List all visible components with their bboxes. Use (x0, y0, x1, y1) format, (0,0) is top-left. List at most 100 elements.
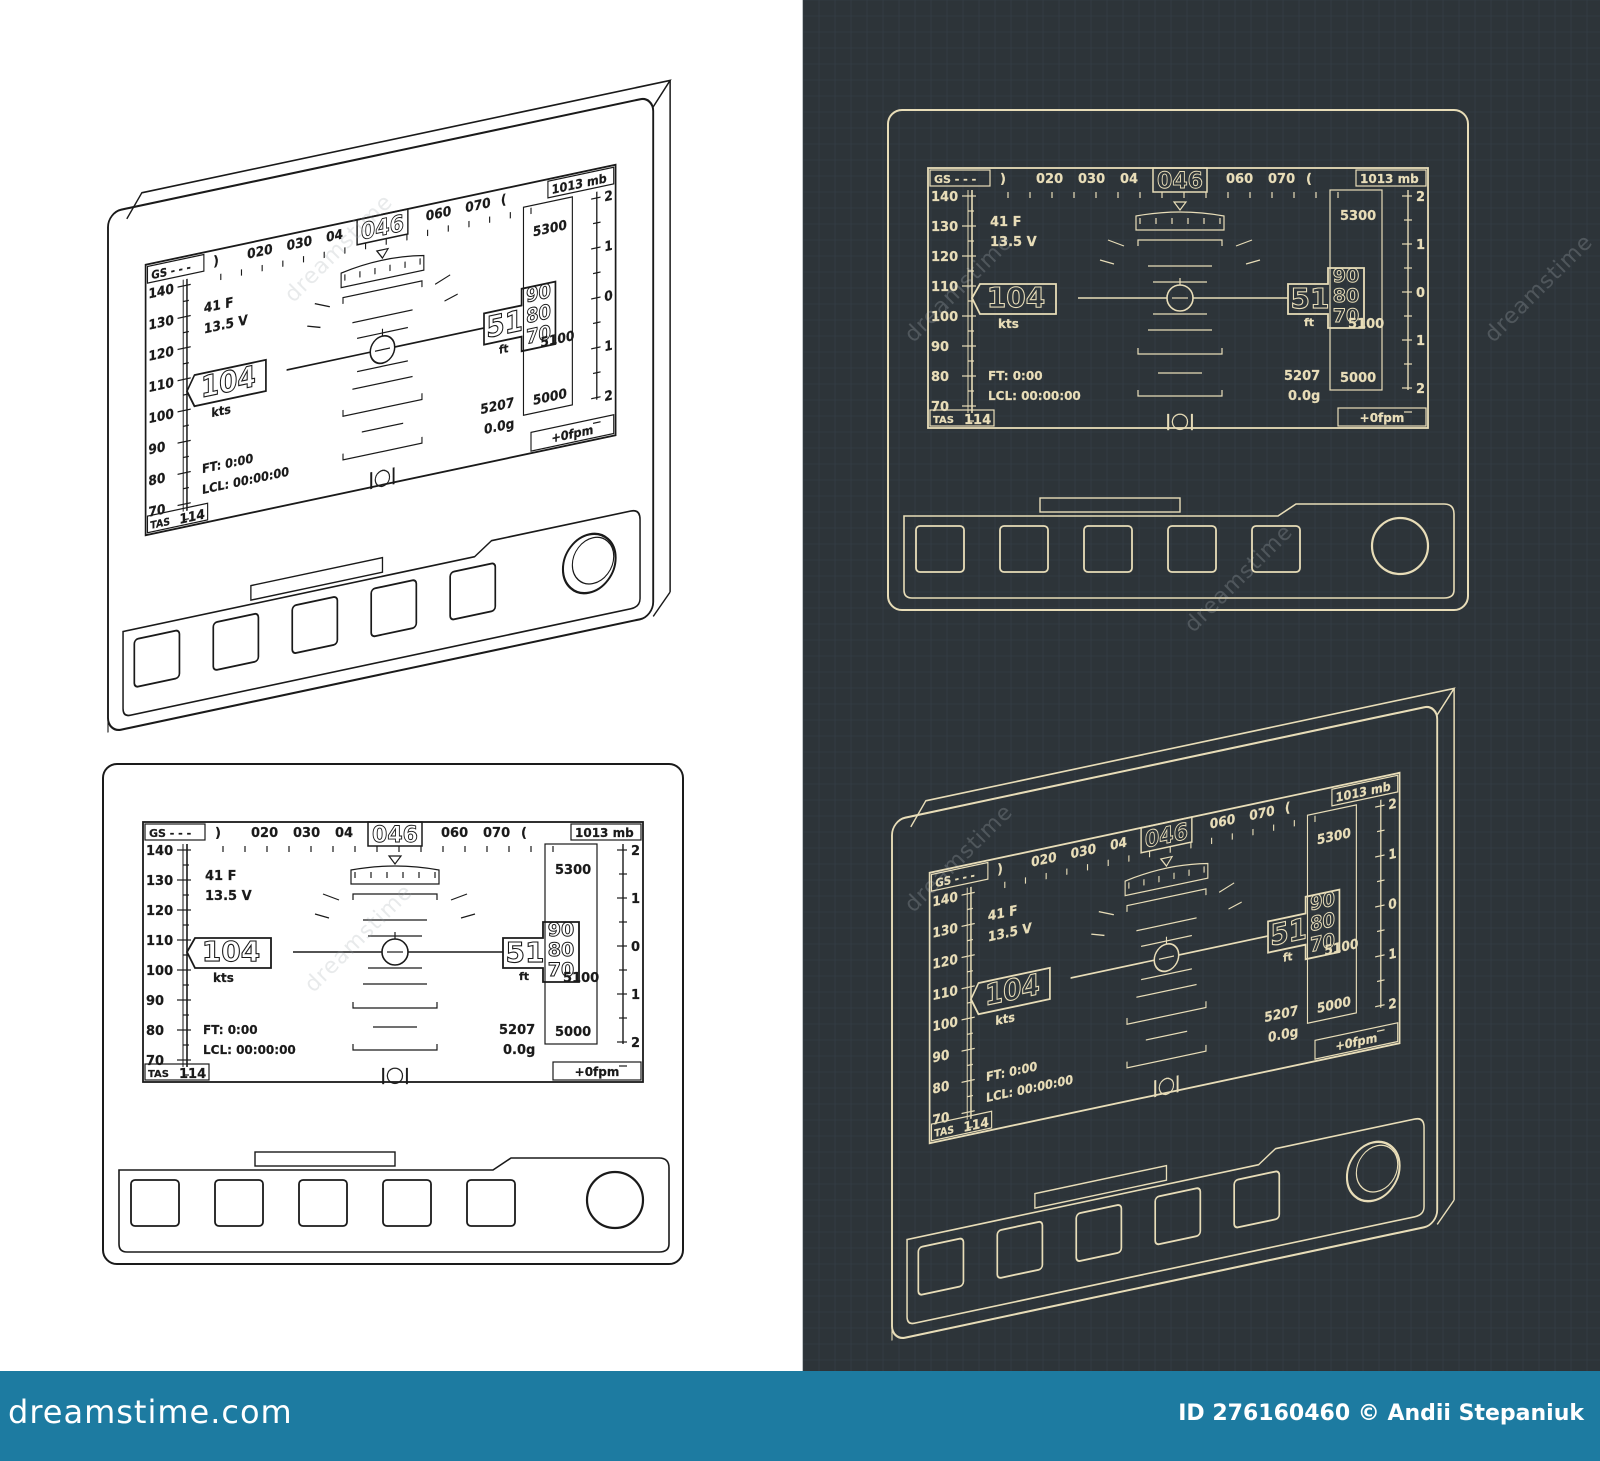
soft-key-button[interactable] (1075, 1204, 1123, 1262)
rotary-knob-face (1355, 1144, 1399, 1193)
altitude-roll-digit: 80 (548, 939, 574, 961)
tas-box (144, 1063, 210, 1081)
footer-brand[interactable]: dreamstime.com (8, 1393, 293, 1431)
vsi-tick (1377, 979, 1385, 983)
altitude-unit: ft (1304, 316, 1314, 329)
soft-key-button[interactable] (298, 1179, 348, 1227)
soft-key-button[interactable] (996, 1220, 1044, 1279)
soft-key-label-strip (1034, 1164, 1168, 1210)
speed-box (970, 966, 1051, 1016)
temperature-readout: 41 F (205, 869, 237, 884)
bank-mark (1245, 259, 1261, 265)
speed-tick (177, 502, 191, 507)
heading-tick-label: 04 (1110, 835, 1127, 854)
tas-box (930, 1110, 993, 1142)
heading-tick-label: ( (521, 826, 527, 841)
horizon-line (1070, 959, 1155, 979)
density-altitude: 5207 (499, 1023, 535, 1038)
speed-box (185, 937, 272, 969)
altitude-value: 51 (486, 303, 523, 345)
vertical-speed-box (1314, 1022, 1399, 1060)
soft-key-button[interactable] (212, 612, 260, 671)
tas-value: 114 (964, 413, 991, 428)
gs-box (146, 253, 205, 284)
speed-tick-label: 130 (148, 313, 173, 334)
speed-tick-label: 90 (931, 340, 949, 355)
soft-key-button[interactable] (370, 579, 418, 638)
speed-box (970, 283, 1057, 315)
vsi-tick (591, 396, 601, 400)
speed-tick-label: 80 (931, 370, 949, 385)
heading-value: 046 (1157, 169, 1203, 194)
vsi-tick (591, 296, 601, 300)
soft-key-button[interactable] (1233, 1170, 1281, 1229)
speed-tick (961, 1110, 975, 1115)
soft-key-button[interactable] (917, 1237, 965, 1296)
vsi-tick (1377, 879, 1385, 883)
voltage-readout: 13.5 V (990, 235, 1037, 250)
vsi-tick (1375, 854, 1385, 858)
pitch-ladder (1141, 968, 1192, 981)
heading-tick-label: ( (501, 192, 507, 209)
rotary-knob[interactable] (585, 1170, 645, 1230)
soft-key-button[interactable] (382, 1179, 432, 1227)
soft-key-button[interactable] (214, 1179, 264, 1227)
altitude-value: 51 (1291, 282, 1330, 315)
tas-value: 114 (963, 1115, 988, 1136)
airspeed-value: 104 (201, 359, 256, 405)
vsi-label: 1 (1416, 334, 1425, 349)
button-panel (122, 509, 641, 717)
soft-key-button[interactable] (291, 596, 339, 654)
speed-tick (967, 1032, 973, 1035)
soft-key-button[interactable] (999, 525, 1049, 573)
soft-key-button[interactable] (1154, 1187, 1202, 1246)
heading-tick-label: 04 (335, 826, 353, 841)
soft-key-button[interactable] (1083, 525, 1133, 573)
rotary-knob[interactable] (561, 529, 617, 598)
altitude-tape-label: 5300 (533, 218, 567, 241)
tas-box (146, 502, 209, 534)
pitch-ladder (1136, 983, 1197, 998)
vsi-label: 2 (631, 1036, 640, 1051)
speed-tick (177, 314, 191, 319)
soft-key-button[interactable] (449, 562, 497, 621)
vsi-label: 0 (604, 288, 612, 305)
soft-key-button[interactable] (915, 525, 965, 573)
temperature-readout: 41 F (204, 295, 234, 317)
vsi-tick (593, 221, 601, 225)
heading-tick-label: 070 (465, 196, 490, 217)
soft-key-button[interactable] (133, 629, 181, 688)
soft-key-button[interactable] (1251, 525, 1301, 573)
soft-key-label-strip (1039, 497, 1181, 513)
altitude-roll-digit: 80 (1333, 285, 1359, 307)
rotary-knob[interactable] (1345, 1137, 1401, 1206)
speed-tick-label: 70 (932, 1110, 949, 1129)
soft-key-button[interactable] (1167, 525, 1217, 573)
pitch-ladder (352, 893, 438, 900)
soft-key-button[interactable] (130, 1179, 180, 1227)
heading-tick-label: 060 (441, 826, 468, 841)
rotary-knob[interactable] (1370, 516, 1430, 576)
vsi-label: 2 (604, 388, 612, 405)
temperature-readout: 41 F (990, 215, 1022, 230)
speed-tick (183, 486, 189, 490)
soft-key-button[interactable] (466, 1179, 516, 1227)
g-load: 0.0g (1268, 1024, 1298, 1046)
pitch-ladder (1137, 348, 1223, 355)
baro-box (1331, 774, 1399, 807)
g-load: 0.0g (503, 1043, 535, 1058)
speed-tick (183, 330, 189, 334)
vsi-label: 1 (1416, 238, 1425, 253)
speed-tick (961, 891, 975, 896)
heading-tick-label: 030 (293, 826, 320, 841)
speed-tick (967, 970, 973, 973)
speed-tick-label: 110 (931, 280, 958, 295)
altitude-value: 51 (1270, 911, 1307, 953)
bank-mark (1099, 259, 1115, 265)
altitude-tape (1329, 189, 1383, 391)
altitude-unit: ft (499, 342, 508, 358)
soft-key-label-strip (254, 1151, 396, 1167)
baro-setting: 1013 mb (575, 826, 634, 840)
baro-box (1355, 169, 1427, 187)
